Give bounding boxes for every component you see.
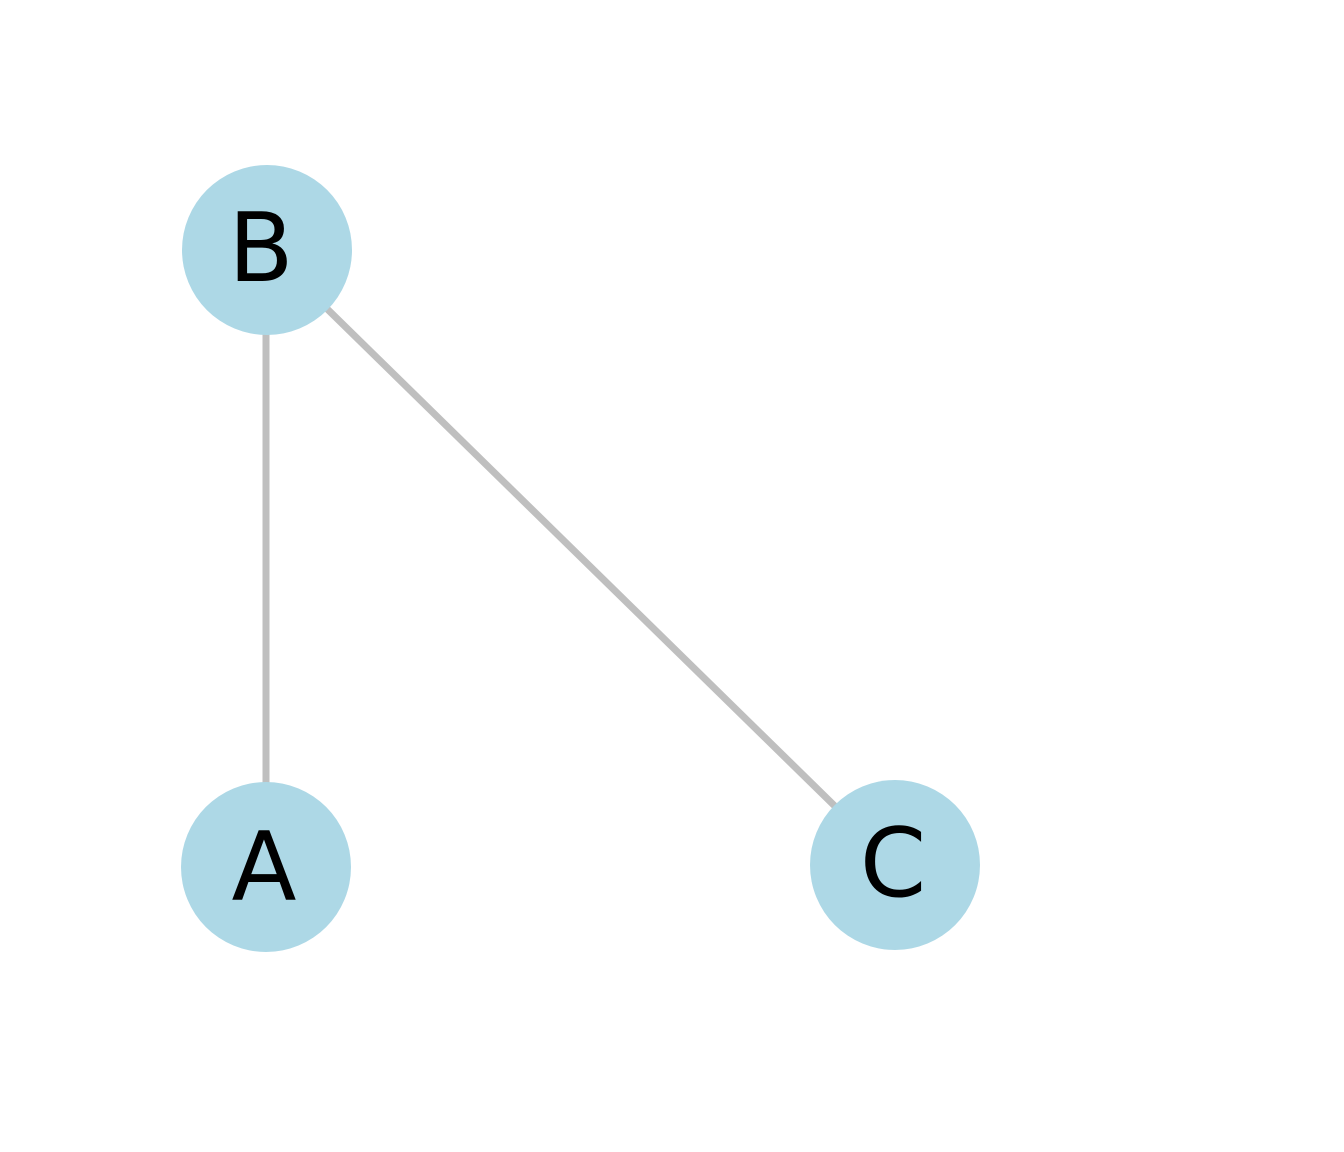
node-layer: B A C <box>181 165 980 952</box>
edge-b-c[interactable] <box>264 247 898 868</box>
node-b-circle[interactable] <box>182 165 352 335</box>
node-b-label: B <box>228 194 293 304</box>
node-a-circle[interactable] <box>181 782 351 952</box>
node-c-circle[interactable] <box>810 780 980 950</box>
node-a[interactable]: A <box>181 782 351 952</box>
node-c-label: C <box>860 809 926 919</box>
node-b[interactable]: B <box>182 165 352 335</box>
node-a-label: A <box>232 813 297 923</box>
node-c[interactable]: C <box>810 780 980 950</box>
edge-layer <box>262 247 898 868</box>
